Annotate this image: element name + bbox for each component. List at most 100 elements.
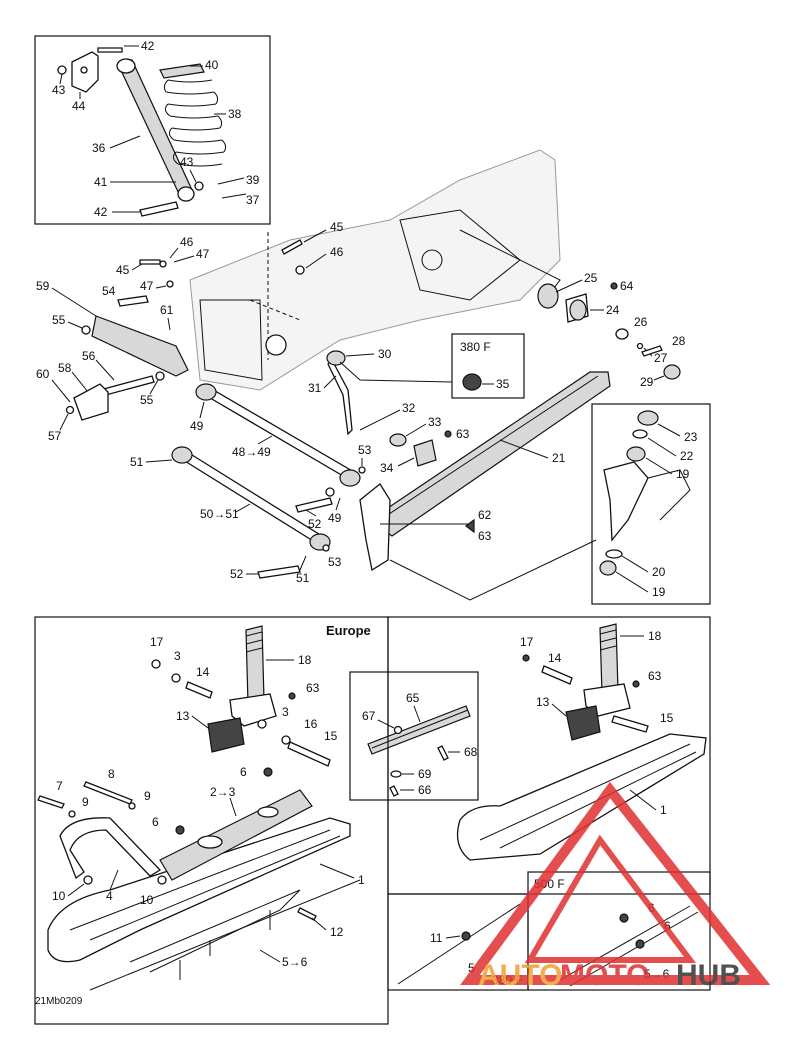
figure-code: 21Mb0209: [35, 996, 83, 1007]
svg-text:54: 54: [102, 284, 116, 298]
svg-text:19: 19: [652, 585, 666, 599]
svg-text:64: 64: [620, 279, 634, 293]
svg-text:26: 26: [634, 315, 648, 329]
svg-text:8: 8: [108, 767, 115, 781]
svg-text:41: 41: [94, 175, 108, 189]
nut: [57, 65, 67, 75]
svg-text:14: 14: [548, 651, 562, 665]
chassis-frame: [189, 149, 561, 391]
svg-text:5→6: 5→6: [282, 955, 308, 969]
svg-text:34: 34: [380, 461, 394, 475]
spring-seat: [159, 63, 205, 79]
svg-text:47: 47: [196, 247, 210, 261]
watermark-text-a: AUTO: [478, 959, 562, 992]
shock-panel-border: [34, 35, 271, 225]
svg-text:23: 23: [684, 430, 698, 444]
svg-text:16: 16: [304, 717, 318, 731]
svg-text:17: 17: [150, 635, 164, 649]
svg-text:18: 18: [298, 653, 312, 667]
shock-absorber: [117, 59, 193, 197]
svg-text:7: 7: [56, 779, 63, 793]
frame-bulkhead: [199, 299, 263, 381]
svg-text:43: 43: [180, 155, 194, 169]
svg-text:56: 56: [82, 349, 96, 363]
coil-spring: [163, 79, 227, 167]
svg-text:42: 42: [141, 39, 155, 53]
svg-text:66: 66: [418, 783, 432, 797]
trailing-arms: [171, 383, 361, 551]
spindle-housing: [359, 483, 391, 572]
svg-text:62: 62: [478, 508, 492, 522]
svg-text:28: 28: [672, 334, 686, 348]
svg-text:46: 46: [180, 235, 194, 249]
svg-text:52: 52: [308, 517, 322, 531]
svg-text:13: 13: [176, 709, 190, 723]
svg-text:29: 29: [640, 375, 654, 389]
svg-text:67: 67: [362, 709, 376, 723]
svg-text:30: 30: [378, 347, 392, 361]
runner-options-panel: 11 5 380 F 500 F 6 6 5→6: [387, 871, 711, 991]
svg-text:61: 61: [160, 303, 174, 317]
svg-text:32: 32: [402, 401, 416, 415]
svg-text:55: 55: [140, 393, 154, 407]
svg-text:51: 51: [296, 571, 310, 585]
automotohub-watermark: AUTO MOTO HUB: [460, 781, 771, 992]
svg-text:53: 53: [328, 555, 342, 569]
svg-text:6: 6: [240, 765, 247, 779]
svg-text:9: 9: [82, 795, 89, 809]
svg-text:47: 47: [140, 279, 154, 293]
svg-text:45: 45: [330, 220, 344, 234]
svg-text:68: 68: [464, 745, 478, 759]
svg-text:58: 58: [58, 361, 72, 375]
shock-pad: [207, 717, 245, 753]
svg-text:40: 40: [205, 58, 219, 72]
watermark-logo-icon: [460, 781, 771, 985]
svg-text:10: 10: [52, 889, 66, 903]
svg-text:50→51: 50→51: [200, 507, 239, 521]
svg-text:65: 65: [406, 691, 420, 705]
svg-text:51: 51: [130, 455, 144, 469]
svg-text:25: 25: [584, 271, 598, 285]
svg-text:19: 19: [676, 467, 690, 481]
svg-text:38: 38: [228, 107, 242, 121]
svg-text:15: 15: [660, 711, 674, 725]
ski-handle: [59, 817, 162, 880]
svg-text:17: 17: [520, 635, 534, 649]
svg-text:39: 39: [246, 173, 260, 187]
svg-text:1: 1: [660, 803, 667, 817]
svg-text:49: 49: [190, 419, 204, 433]
svg-text:36: 36: [92, 141, 106, 155]
svg-text:53: 53: [358, 443, 372, 457]
svg-text:10: 10: [140, 893, 154, 907]
svg-text:6: 6: [152, 815, 159, 829]
svg-text:46: 46: [330, 245, 344, 259]
svg-text:63: 63: [478, 529, 492, 543]
shock-absorber-panel: 42 40 43 44 38 36 43 41 39 42 37: [34, 35, 271, 225]
svg-text:9: 9: [144, 789, 151, 803]
svg-text:31: 31: [308, 381, 322, 395]
mounting-rail: [91, 315, 189, 377]
runner-380f: [397, 903, 521, 985]
380f-callout: 380 F 35: [451, 333, 525, 399]
svg-text:14: 14: [196, 665, 210, 679]
svg-text:63: 63: [648, 669, 662, 683]
svg-text:57: 57: [48, 429, 62, 443]
runner-500f: [559, 905, 699, 987]
spindle-detail-panel: 23 22 19 20 19: [591, 403, 711, 605]
label-europe: Europe: [326, 623, 371, 638]
svg-text:3: 3: [174, 649, 181, 663]
svg-text:35: 35: [496, 377, 510, 391]
svg-text:20: 20: [652, 565, 666, 579]
svg-text:42: 42: [94, 205, 108, 219]
spindle: [603, 461, 649, 542]
sway-bar: [327, 358, 353, 436]
watermark-text-c: HUB: [676, 959, 741, 992]
ski-standard: [456, 733, 707, 861]
svg-text:59: 59: [36, 279, 50, 293]
svg-text:4: 4: [106, 889, 113, 903]
label-380f-top: 380 F: [460, 340, 491, 354]
svg-text:49: 49: [328, 511, 342, 525]
svg-text:13: 13: [536, 695, 550, 709]
svg-text:11: 11: [430, 931, 443, 945]
spindle-shaft: [245, 625, 265, 705]
